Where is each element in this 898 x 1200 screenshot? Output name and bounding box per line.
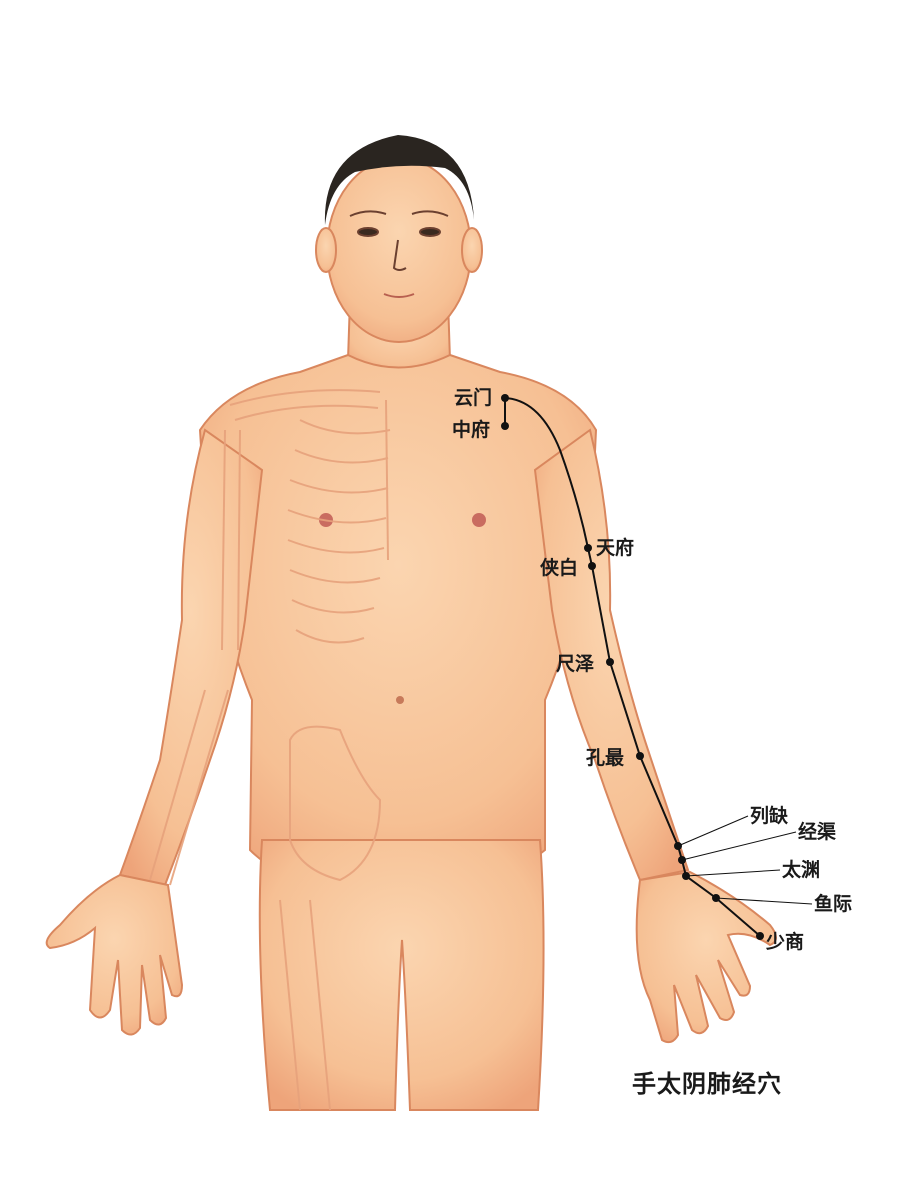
label-chize: 尺泽 — [556, 653, 594, 675]
nose — [392, 239, 407, 271]
label-yunmen: 云门 — [454, 386, 492, 409]
label-taiyuan: 太渊 — [782, 858, 820, 881]
acupoint-xiabai — [588, 562, 596, 570]
label-yuji: 鱼际 — [814, 892, 852, 915]
ear-right — [315, 227, 337, 273]
acupoint-shaoshang — [756, 932, 764, 940]
hair — [324, 135, 474, 225]
human-body — [45, 157, 777, 1111]
left-hand — [635, 870, 777, 1044]
acupoint-kongzui — [636, 752, 644, 760]
acupoint-jingqu — [678, 856, 686, 864]
navel — [396, 696, 404, 704]
label-jingqu: 经渠 — [798, 820, 836, 843]
acupoint-yuji — [712, 894, 720, 902]
acupoint-zhongfu — [501, 422, 509, 430]
label-zhongfu: 中府 — [452, 418, 490, 441]
eyebrow-left — [411, 210, 449, 217]
face — [349, 210, 449, 298]
nipple-left — [472, 513, 486, 527]
acupoint-labels: 云门 中府 天府 侠白 尺泽 孔最 列缺 经渠 太渊 鱼际 少商 — [452, 386, 852, 953]
acupoint-tianfu — [584, 544, 592, 552]
acupoint-yunmen — [501, 394, 509, 402]
mouth — [383, 293, 415, 298]
eyebrow-right — [349, 210, 387, 217]
acupoint-taiyuan — [682, 872, 690, 880]
acupoints — [501, 394, 764, 940]
eye-left — [419, 227, 441, 237]
label-tianfu: 天府 — [596, 536, 634, 559]
eye-right — [357, 227, 379, 237]
ear-left — [461, 227, 483, 273]
right-hand — [45, 873, 184, 1036]
label-xiabai: 侠白 — [540, 556, 578, 579]
label-kongzui: 孔最 — [586, 747, 625, 769]
left-arm — [533, 428, 690, 882]
acupoint-lieque — [674, 842, 682, 850]
lung-meridian-line — [504, 397, 761, 937]
legs — [258, 839, 545, 1111]
label-lieque: 列缺 — [750, 804, 789, 827]
skeleton-overlay — [149, 389, 391, 1111]
right-arm — [118, 428, 264, 887]
head — [326, 157, 472, 343]
leader-lines — [677, 815, 813, 905]
acupoint-chize — [606, 658, 614, 666]
label-shaoshang: 少商 — [765, 930, 804, 953]
torso — [198, 353, 598, 881]
figure-caption: 手太阴肺经穴 — [632, 1070, 782, 1098]
